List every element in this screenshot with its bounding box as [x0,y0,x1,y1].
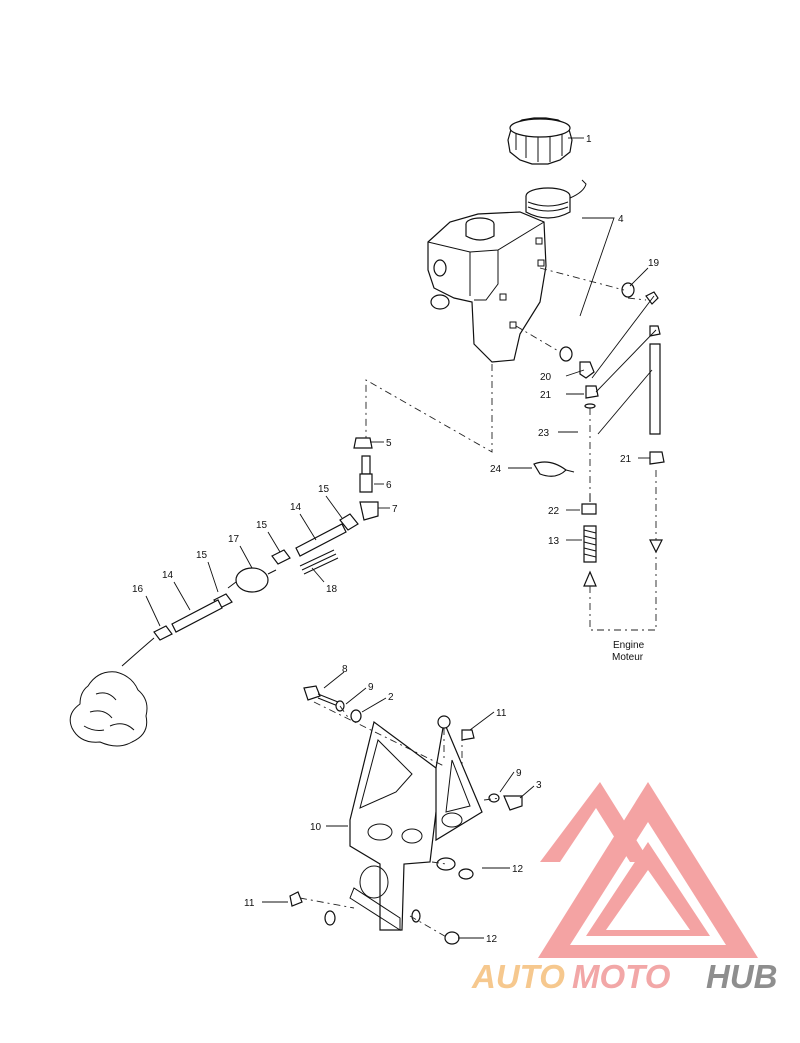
callout-21-right: 21 [620,454,632,465]
engine-sketch [69,671,148,747]
logo-word-moto: MOTO [572,958,671,995]
logo-word-auto: AUTO [471,958,565,995]
callout-3: 3 [536,780,542,791]
callout-2: 2 [388,692,394,703]
callout-9-right: 9 [516,768,522,779]
callout-15-a: 15 [318,484,330,495]
callout-17: 17 [228,534,240,545]
engine-label-line1: Engine [613,640,645,651]
callout-14-b: 14 [162,570,174,581]
callout-22: 22 [548,506,560,517]
fittings-center-group [353,437,575,521]
automotohub-logo-mark [538,782,758,958]
filler-neck-strainer [525,179,587,219]
callout-24: 24 [490,464,502,475]
callout-18: 18 [326,584,338,595]
callout-15-c: 15 [196,550,208,561]
callout-14-a: 14 [290,502,302,513]
callout-13: 13 [548,536,560,547]
oil-tank-cap [507,117,573,165]
callout-leader-lines [145,137,657,939]
callout-9-top: 9 [368,682,374,693]
callout-numbers: 1 4 19 20 21 23 21 5 6 7 24 22 13 15 14 … [132,134,660,945]
callout-12-bottom: 12 [486,934,498,945]
callout-15-b: 15 [256,520,268,531]
logo-word-hub: HUB [706,958,778,995]
callout-1: 1 [586,134,592,145]
mounting-bracket [349,719,483,931]
callout-8: 8 [342,664,348,675]
callout-4: 4 [618,214,624,225]
callout-16: 16 [132,584,144,595]
callout-11-top: 11 [496,708,507,719]
callout-12-top: 12 [512,864,524,875]
fittings-right-group [559,282,665,587]
engine-label: Engine Moteur [612,640,645,663]
oil-tank [427,211,547,363]
callout-23: 23 [538,428,550,439]
callout-5: 5 [386,438,392,449]
callout-20: 20 [540,372,552,383]
callout-11-bottom: 11 [244,898,255,909]
automotohub-logo-text: AUTO MOTO HUB [471,958,778,995]
assembly-dashed-lines [299,267,657,939]
callout-21-top: 21 [540,390,552,401]
callout-7: 7 [392,504,398,515]
callout-19: 19 [648,258,660,269]
filter-and-hoses [121,513,359,667]
callout-6: 6 [386,480,392,491]
callout-10: 10 [310,822,322,833]
engine-label-line2: Moteur [612,652,644,663]
